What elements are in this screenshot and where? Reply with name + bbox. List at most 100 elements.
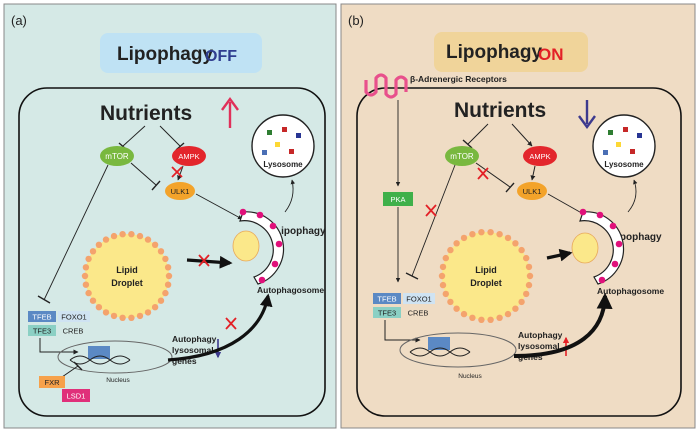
droplet-rim-dot bbox=[162, 289, 169, 297]
droplet-rim-dot bbox=[469, 314, 476, 321]
droplet-rim-dot bbox=[119, 231, 126, 238]
droplet-rim-dot bbox=[518, 298, 525, 306]
panel-a-lipophagy-label: Lipophagy bbox=[275, 226, 326, 237]
panel-a-title: Lipophagy bbox=[117, 44, 213, 65]
droplet-rim-dot bbox=[119, 314, 126, 321]
panel-b-receptor-label: β-Adrenergic Receptors bbox=[410, 74, 507, 84]
droplet-rim-dot bbox=[102, 236, 110, 243]
droplet-rim-dot bbox=[151, 241, 159, 248]
panel-a-block-x-genes bbox=[225, 317, 237, 330]
droplet-rim-dot bbox=[151, 304, 159, 311]
panel-a-foxo1-label: FOXO1 bbox=[61, 313, 86, 322]
droplet-rim-dot bbox=[128, 231, 135, 238]
droplet-rim-dot bbox=[110, 312, 118, 320]
panel-a-gene-box bbox=[88, 346, 110, 359]
droplet-rim-dot bbox=[157, 297, 165, 304]
panel-b-foxo1-box bbox=[403, 293, 435, 304]
panel-a-tfeb-box bbox=[28, 311, 56, 322]
panel-b-nucleus bbox=[399, 332, 517, 368]
panel-a-lsd1-label: LSD1 bbox=[67, 392, 86, 401]
panel-a-creb-label: CREB bbox=[63, 327, 84, 336]
droplet-rim-dot bbox=[162, 255, 169, 263]
panel-b-tag: (b) bbox=[348, 13, 364, 28]
droplet-rim-dot bbox=[439, 263, 447, 271]
panel-a-fxr-label: FXR bbox=[45, 378, 61, 387]
droplet-rim-dot bbox=[439, 281, 447, 289]
droplet-rim-dot bbox=[460, 310, 468, 318]
panel-a-droplet-label-1: Lipid bbox=[116, 265, 138, 275]
panel-b-lipophagy-label: Lipophagy bbox=[611, 232, 662, 243]
panel-b-autophagosome-label: Autophagosome bbox=[597, 286, 664, 296]
panel-a-dna-helix bbox=[69, 355, 131, 365]
panel-b-autophagosome bbox=[571, 208, 625, 285]
panel-b-tfeb-label: TFEB bbox=[377, 295, 396, 304]
panel-b-ulk1-label: ULK1 bbox=[523, 187, 542, 196]
panel-a-mtor-node bbox=[100, 146, 134, 166]
droplet-rim-dot bbox=[110, 232, 118, 240]
droplet-rim-dot bbox=[102, 309, 110, 316]
panel-a-lysosome-label: Lysosome bbox=[263, 160, 303, 169]
panel-b-ampk-node bbox=[523, 146, 557, 166]
droplet-rim-dot bbox=[128, 314, 135, 321]
droplet-rim-dot bbox=[82, 264, 90, 271]
panel-a-droplet-label-2: Droplet bbox=[111, 278, 143, 288]
panel-a-ampk-label: AMPK bbox=[178, 152, 199, 161]
panel-a-state-off: OFF bbox=[205, 48, 237, 65]
panel-b-genes-label-1: Autophagy bbox=[518, 330, 563, 340]
droplet-rim-dot bbox=[496, 314, 503, 321]
droplet-rim-dot bbox=[504, 310, 512, 318]
droplet-rim-dot bbox=[512, 305, 519, 312]
panel-b-title: Lipophagy bbox=[446, 42, 542, 63]
panel-a-tag: (a) bbox=[11, 13, 27, 28]
panel-b-ulk1-node bbox=[517, 182, 547, 200]
panel-a-genes-label-3: genes bbox=[172, 356, 197, 366]
panel-a-fxr-box bbox=[39, 376, 65, 388]
panel-a-ulk1-node bbox=[165, 182, 195, 200]
droplet-rim-dot bbox=[518, 246, 525, 254]
panel-a-ampk-node bbox=[172, 146, 206, 166]
droplet-rim-dot bbox=[478, 229, 485, 236]
droplet-rim-dot bbox=[438, 272, 446, 280]
droplet-rim-dot bbox=[496, 231, 503, 238]
droplet-rim-dot bbox=[460, 234, 468, 242]
droplet-rim-dot bbox=[157, 248, 165, 255]
droplet-rim-dot bbox=[525, 263, 533, 271]
panel-a-ulk1-label: ULK1 bbox=[171, 187, 190, 196]
panel-a-foxo1-box bbox=[58, 311, 90, 322]
droplet-rim-dot bbox=[478, 316, 485, 323]
droplet-rim-dot bbox=[523, 254, 530, 262]
panel-a-nucleus bbox=[57, 340, 173, 374]
panel-a-genes-label-1: Autophagy bbox=[172, 334, 217, 344]
droplet-rim-dot bbox=[81, 272, 89, 280]
droplet-rim-dot bbox=[144, 236, 152, 243]
droplet-rim-dot bbox=[82, 281, 90, 288]
droplet-rim-dot bbox=[144, 309, 152, 316]
panel-a-nutrients-label: Nutrients bbox=[100, 102, 192, 125]
panel-a-autophagosome bbox=[232, 208, 285, 285]
droplet-rim-dot bbox=[526, 272, 534, 280]
droplet-rim-dot bbox=[469, 231, 476, 238]
panel-b-title-banner bbox=[434, 32, 588, 72]
panel-a-tfeb-label: TFEB bbox=[32, 313, 51, 322]
panel-b-tfeb-box bbox=[373, 293, 401, 304]
panel-b-pka-label: PKA bbox=[390, 195, 405, 204]
droplet-rim-dot bbox=[95, 304, 103, 311]
panel-a-tfe3-box bbox=[28, 325, 56, 336]
droplet-rim-dot bbox=[89, 248, 97, 255]
panel-a-lsd1-box bbox=[62, 389, 90, 402]
panel-b-pka-box bbox=[383, 192, 413, 206]
droplet-rim-dot bbox=[442, 290, 449, 298]
droplet-rim-dot bbox=[164, 281, 172, 288]
droplet-rim-dot bbox=[85, 289, 92, 297]
panel-b-mtor-node bbox=[445, 146, 479, 166]
droplet-rim-dot bbox=[164, 264, 172, 271]
panel-b-droplet-label-2: Droplet bbox=[470, 278, 502, 288]
panel-b-nucleus-label: Nucleus bbox=[458, 373, 482, 380]
panel-b-gene-box bbox=[428, 337, 450, 350]
panel-a-block-x-droplet bbox=[198, 254, 210, 267]
panel-b-mtor-label: mTOR bbox=[450, 152, 474, 161]
panel-a-nutrients-up-arrow bbox=[221, 96, 239, 128]
droplet-rim-dot bbox=[487, 316, 494, 323]
droplet-rim-dot bbox=[136, 312, 144, 320]
